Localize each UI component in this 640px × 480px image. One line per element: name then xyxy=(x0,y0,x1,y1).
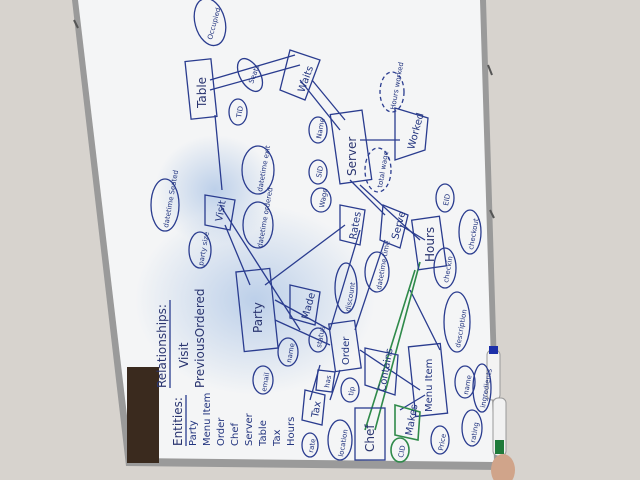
frame-screw xyxy=(489,209,495,219)
attribute-wage: Wage xyxy=(310,187,332,213)
frame-screw xyxy=(487,64,493,76)
svg-text:Party: Party xyxy=(251,302,265,333)
svg-text:Price: Price xyxy=(437,433,448,451)
entity-hours: Hours xyxy=(410,215,448,271)
attribute-tid: TID xyxy=(228,98,248,126)
svg-text:email: email xyxy=(260,372,271,392)
relationship-has: has xyxy=(315,369,336,393)
relationship-list-item: Visit xyxy=(177,342,191,368)
svg-text:Rates: Rates xyxy=(348,211,364,241)
relationship-tax: Tax xyxy=(301,389,326,426)
entity-list-item: Table xyxy=(258,420,269,447)
attribute-sid: SID xyxy=(308,159,328,185)
svg-text:Name: Name xyxy=(315,118,326,140)
svg-text:EID: EID xyxy=(442,193,452,206)
svg-text:Table: Table xyxy=(195,77,209,109)
attribute-cid: CID xyxy=(390,437,410,463)
svg-text:Wage: Wage xyxy=(318,188,329,209)
svg-text:rate: rate xyxy=(307,438,317,453)
svg-text:Order: Order xyxy=(341,336,352,365)
svg-text:Server: Server xyxy=(345,137,359,176)
eraser-smudge xyxy=(135,205,375,395)
attribute-eid: EID xyxy=(435,183,455,213)
entity-party: Party xyxy=(235,267,279,353)
svg-text:TID: TID xyxy=(235,105,245,119)
attribute-rate: rate xyxy=(301,432,319,458)
entity-list-item: Menu Item xyxy=(202,393,213,446)
svg-text:SID: SID xyxy=(315,165,325,178)
entities-heading: Entities: xyxy=(171,397,185,446)
svg-text:name: name xyxy=(462,374,473,395)
entity-list-item: Tax xyxy=(272,429,283,447)
entity-list-item: Party xyxy=(188,420,199,446)
attribute-tip: tip xyxy=(340,377,360,403)
svg-text:Visit: Visit xyxy=(214,200,229,223)
relationship-serve: Serve xyxy=(379,204,409,249)
relationships-heading: Relationships: xyxy=(155,304,169,388)
entity-menu-item: Menu Item xyxy=(407,342,449,418)
entity-list-item: Order xyxy=(216,417,227,446)
entity-chef: Chef xyxy=(354,407,386,461)
relationship-visit: Visit xyxy=(204,194,236,231)
svg-text:CID: CID xyxy=(397,445,407,459)
svg-text:Hours: Hours xyxy=(423,227,437,262)
attribute-price: Price xyxy=(430,425,450,455)
entity-server: Server xyxy=(329,109,373,185)
svg-text:Chef: Chef xyxy=(363,424,377,452)
attribute-name-party: name xyxy=(277,337,299,367)
entity-list-item: Chef xyxy=(230,423,241,446)
svg-text:Menu Item: Menu Item xyxy=(424,359,435,412)
hand xyxy=(491,454,515,480)
attribute-email: email xyxy=(252,365,274,395)
sidebar-entities: Entities: Party Menu Item Order Chef Ser… xyxy=(171,393,297,447)
svg-text:name: name xyxy=(285,342,296,363)
attribute-name-menu: name xyxy=(454,365,476,399)
attribute-rating: rating xyxy=(461,409,483,447)
entity-order: Order xyxy=(328,319,362,373)
relationship-list-item: PreviousOrdered xyxy=(193,288,207,388)
relationship-lines xyxy=(209,54,441,431)
entity-list-item: Server xyxy=(244,412,255,446)
entity-list-item: Hours xyxy=(286,417,297,446)
sidebar-relationships: Relationships: Visit PreviousOrdered xyxy=(155,288,207,388)
relationship-rates: Rates xyxy=(339,204,366,246)
attribute-discount: discount xyxy=(334,262,358,314)
relationship-makes: Makes xyxy=(394,404,421,441)
attribute-status: status xyxy=(308,325,328,353)
svg-text:Makes: Makes xyxy=(404,404,420,437)
svg-text:Tax: Tax xyxy=(310,400,324,419)
attribute-name-server: Name xyxy=(308,116,328,144)
svg-text:has: has xyxy=(323,374,333,388)
eraser-block xyxy=(127,367,159,463)
svg-text:rating: rating xyxy=(469,422,480,444)
svg-text:status: status xyxy=(315,325,327,348)
frame-screw xyxy=(73,19,79,29)
entity-table: Table xyxy=(184,58,218,120)
svg-text:tip: tip xyxy=(347,385,357,396)
